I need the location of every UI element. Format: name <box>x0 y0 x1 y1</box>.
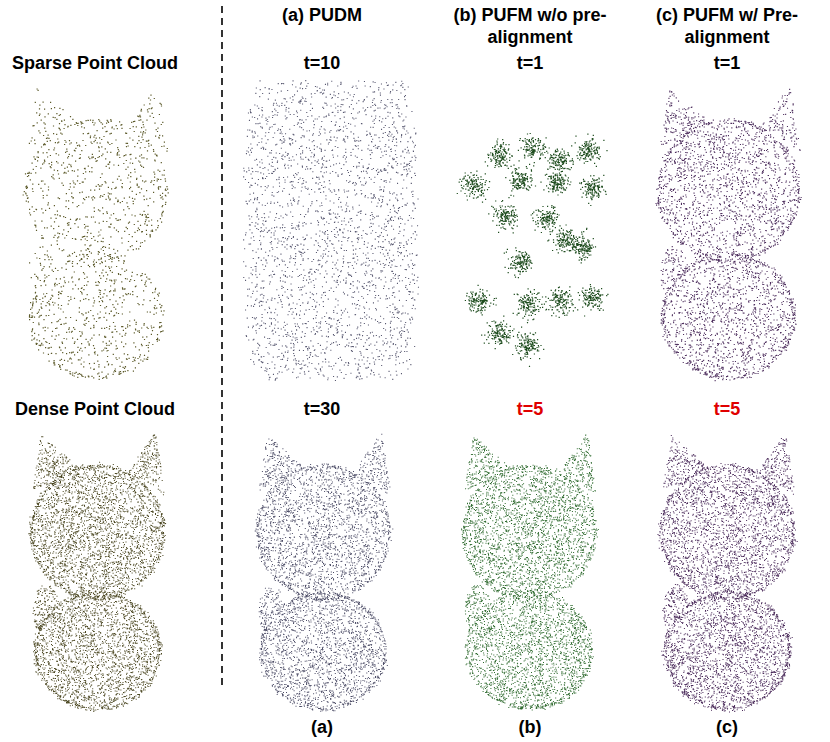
noisy-point-cloud <box>243 80 419 381</box>
dense-point-cloud <box>658 435 798 712</box>
panel-label: (c) <box>697 716 757 738</box>
row-label: Dense Point Cloud <box>0 398 190 420</box>
column-header: (a) PUDM <box>237 4 407 26</box>
dense-point-cloud <box>255 434 394 712</box>
sparse-point-cloud <box>23 88 169 380</box>
dense-point-cloud <box>28 434 166 712</box>
column-header: (b) PUFM w/o pre-alignment <box>445 4 615 48</box>
divider-line <box>221 6 223 690</box>
column-header: (c) PUFM w/ Pre-alignment <box>642 4 812 48</box>
panel-label: (a) <box>292 716 352 738</box>
step-label: t=10 <box>282 52 362 74</box>
step-label: t=5 <box>687 398 767 420</box>
clustered-point-cloud <box>457 133 609 367</box>
upsampled-point-cloud <box>656 89 802 381</box>
dense-point-cloud <box>461 434 599 710</box>
row-label: Sparse Point Cloud <box>0 52 190 74</box>
step-label: t=1 <box>490 52 570 74</box>
step-label: t=30 <box>282 398 362 420</box>
step-label: t=5 <box>490 398 570 420</box>
step-label: t=1 <box>687 52 767 74</box>
panel-label: (b) <box>500 716 560 738</box>
